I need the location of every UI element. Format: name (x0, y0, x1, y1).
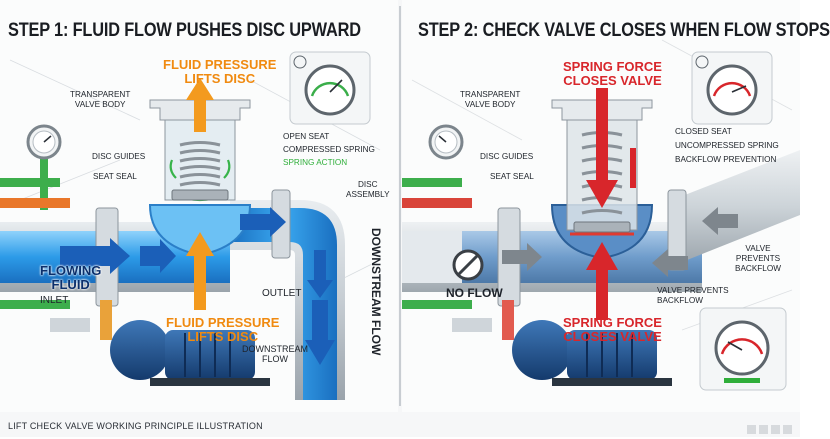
green-side-pipe-2 (402, 178, 462, 187)
backflow-arrow-1 (702, 207, 738, 235)
pump (50, 300, 270, 386)
step2-panel: STEP 2: CHECK VALVE CLOSES WHEN FLOW STO… (402, 0, 830, 412)
outlet-flow-arrow (240, 207, 286, 237)
label-downstream-flow-vertical: DOWNSTREAM FLOW (369, 228, 383, 356)
spring-force-side-bar (630, 148, 636, 188)
no-flow-sign-icon (452, 249, 484, 281)
step1-panel: STEP 1: FLUID FLOW PUSHES DISC UPWARD FL… (0, 0, 398, 412)
valve-disc (171, 189, 229, 201)
label-outlet: OUTLET (262, 288, 302, 299)
pressure-gauge-top (289, 51, 371, 125)
downstream-flow-arrow (305, 300, 335, 365)
backflow-arrow-2 (652, 249, 688, 277)
valve-disc-closed (573, 221, 631, 233)
side-pressure-gauge-2 (428, 124, 464, 160)
spring-force-arrow-down (586, 88, 618, 208)
compressed-spring (179, 141, 221, 187)
pressure-gauge-bottom (699, 307, 787, 391)
pump-2 (452, 300, 672, 386)
green-low-pipe (0, 300, 70, 309)
label-uncompressed-spring: UNCOMPRESSED SPRING (675, 141, 779, 150)
top-pressure-arrow (186, 78, 214, 132)
label-backflow-prevention: BACKFLOW PREVENTION (675, 155, 777, 164)
outlet-water (230, 208, 337, 400)
label-spring-action: SPRING ACTION (283, 158, 348, 167)
inlet-flow-arrow-2 (140, 239, 176, 273)
label-closed-seat: CLOSED SEAT (675, 127, 732, 136)
green-riser (40, 150, 48, 210)
green-low-pipe-2 (402, 300, 472, 309)
bottom-pressure-arrow (186, 232, 214, 310)
empty-inlet (402, 231, 462, 283)
label-seat-seal: SEAT SEAL (93, 172, 137, 181)
label-disc-guides-2: DISC GUIDES (480, 152, 534, 161)
label-open-seat: OPEN SEAT (283, 132, 330, 141)
label-seat-seal-2: SEAT SEAL (490, 172, 534, 181)
label-no-flow: NO FLOW (446, 286, 503, 300)
inlet-flow-arrow (60, 238, 130, 274)
step2-drawing (402, 39, 800, 391)
spring-force-arrow-up (586, 242, 618, 320)
no-flow-arrow (502, 243, 542, 271)
orange-side-pipe (0, 198, 70, 208)
downstream-flow-arrow-2 (307, 250, 333, 298)
pressure-gauge-top-2 (691, 51, 773, 125)
outlet-pipe-2 (672, 150, 800, 262)
label-compressed-spring: COMPRESSED SPRING (283, 145, 375, 154)
green-side-pipe (0, 178, 60, 187)
red-side-pipe (402, 198, 472, 208)
step1-title: STEP 1: FLUID FLOW PUSHES DISC UPWARD (8, 20, 361, 41)
label-disc-guides: DISC GUIDES (92, 152, 146, 161)
label-inlet: INLET (40, 295, 69, 306)
panel-divider (399, 6, 401, 406)
illustration-caption: LIFT CHECK VALVE WORKING PRINCIPLE ILLUS… (8, 421, 263, 431)
decorative-squares (744, 421, 792, 439)
step2-title: STEP 2: CHECK VALVE CLOSES WHEN FLOW STO… (418, 20, 830, 41)
step1-drawing (0, 51, 381, 400)
side-pressure-gauge (26, 124, 62, 160)
